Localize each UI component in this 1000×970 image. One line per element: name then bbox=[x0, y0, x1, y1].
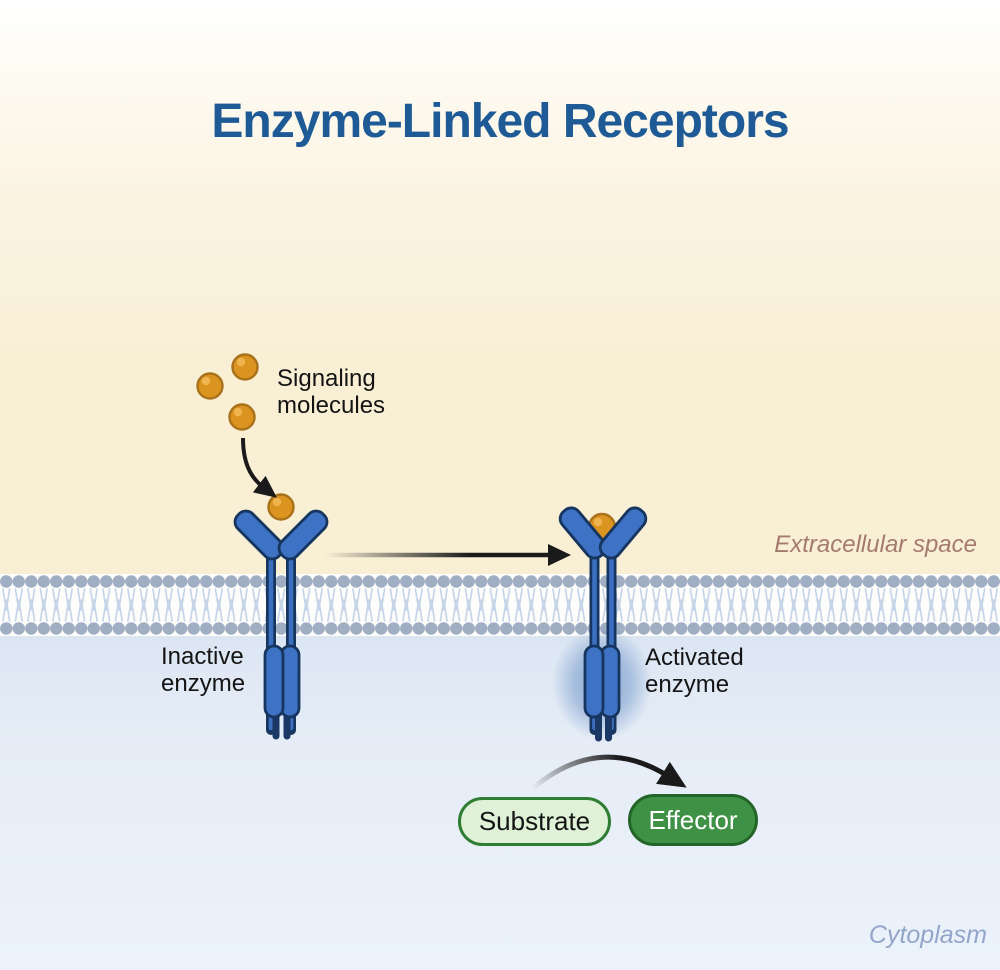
bound-ligand-icon bbox=[267, 493, 295, 521]
substrate-node: Substrate bbox=[458, 797, 611, 846]
effector-label: Effector bbox=[648, 804, 738, 835]
signaling-molecules-label: Signaling molecules bbox=[277, 365, 386, 419]
extracellular-space-label: Extracellular space bbox=[774, 531, 977, 558]
extracellular-region bbox=[0, 0, 1000, 575]
activated-receptor-icon bbox=[558, 506, 648, 742]
lipid-bilayer-icon bbox=[0, 574, 1000, 636]
activation-arrow bbox=[325, 544, 571, 566]
effector-node: Effector bbox=[628, 794, 758, 846]
substrate-label: Substrate bbox=[478, 806, 591, 836]
binding-arrow bbox=[241, 437, 277, 498]
page-title: Enzyme-Linked Receptors bbox=[211, 95, 789, 148]
cytoplasm-label: Cytoplasm bbox=[868, 921, 987, 949]
inactive-receptor-icon bbox=[233, 493, 329, 740]
inactive-enzyme-label: Inactive enzyme bbox=[161, 643, 246, 697]
signaling-molecules-icon bbox=[196, 353, 259, 431]
catalysis-arrow bbox=[531, 754, 687, 790]
cell-membrane bbox=[0, 574, 1000, 636]
activated-enzyme-label: Activated enzyme bbox=[645, 644, 744, 698]
